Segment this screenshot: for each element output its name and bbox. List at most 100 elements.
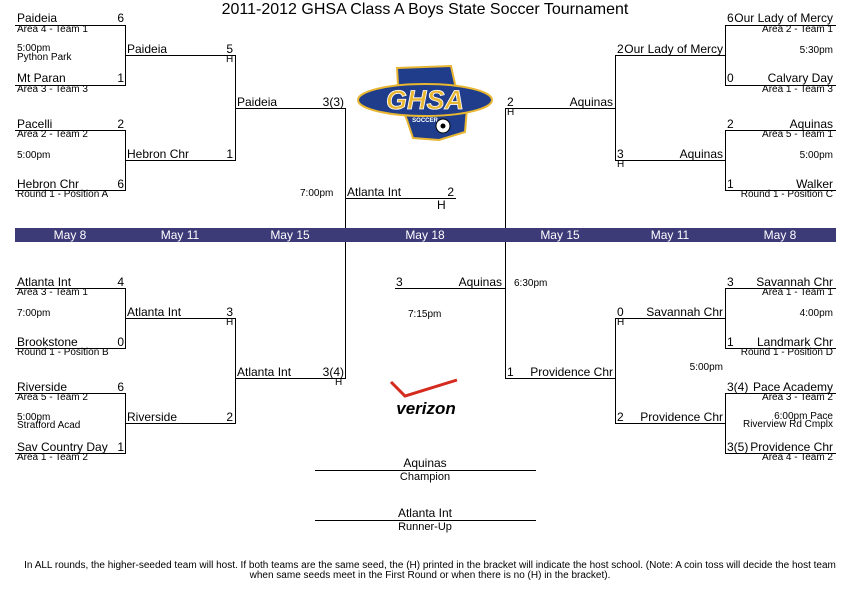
bracket-line: [725, 130, 836, 131]
team-score: 1: [727, 177, 734, 191]
seed-label: Area 4 - Team 1: [17, 24, 88, 35]
bracket-line: [15, 288, 126, 289]
game-time: 5:00pm: [17, 150, 51, 161]
bracket-line: [15, 393, 126, 394]
host-marker: H: [437, 198, 446, 212]
bracket-line: [125, 318, 236, 319]
team-score: 1: [117, 440, 124, 454]
team-score: 3: [226, 305, 233, 319]
game-time: 4:00pm: [799, 308, 833, 319]
seed-label: Area 1 - Team 2: [17, 452, 88, 463]
team-name: Riverside: [127, 410, 178, 424]
verizon-logo: verizon: [385, 378, 467, 420]
game-time: 6:30pm: [514, 278, 548, 289]
game-time: 7:00pm: [300, 188, 334, 199]
game-time: 7:15pm: [408, 309, 442, 320]
bracket-line: [615, 423, 726, 424]
bracket-line: [615, 55, 726, 56]
champion-line: [315, 470, 536, 471]
team-name: Savannah Chr: [646, 305, 723, 319]
team-name: Atlanta Int: [17, 275, 72, 289]
team-name: Pacelli: [17, 117, 53, 131]
ghsa-logo-text: GHSA: [386, 85, 464, 115]
bracket-line: [615, 160, 726, 161]
team-name: Paideia: [127, 42, 168, 56]
team-score: 3(5): [727, 440, 749, 454]
seed-label: Area 3 - Team 2: [762, 392, 833, 403]
team-name: Providence Chr: [640, 410, 723, 424]
team-name: Aquinas: [789, 117, 833, 131]
seed-label: Area 5 - Team 2: [17, 392, 88, 403]
team-score: 3: [617, 147, 624, 161]
team-score: 5: [226, 42, 233, 56]
team-score: 3(4): [727, 380, 749, 394]
game-time: 7:00pm: [17, 308, 51, 319]
runner-up-label: Runner-Up: [398, 521, 452, 533]
footer-note: In ALL rounds, the higher-seeded team wi…: [24, 560, 836, 581]
team-score: 3: [727, 275, 734, 289]
host-marker: H: [226, 317, 234, 328]
team-score: 2: [117, 117, 124, 131]
bracket-line: [505, 108, 616, 109]
game-time: 6:00pm Pace: [774, 411, 833, 422]
bracket-line: [395, 288, 506, 289]
bracket-line: [725, 453, 836, 454]
venue-label: Python Park: [17, 52, 72, 63]
host-marker: H: [335, 377, 343, 388]
page-title: 2011-2012 GHSA Class A Boys State Soccer…: [221, 1, 629, 18]
team-name: Paideia: [237, 95, 278, 109]
bracket-line: [15, 25, 126, 26]
runner-up-line: [315, 520, 536, 521]
team-score: 1: [226, 147, 233, 161]
bracket-line: [505, 378, 616, 379]
verizon-logo-icon: verizon: [389, 378, 458, 418]
team-score: 1: [507, 365, 514, 379]
team-score: 2: [727, 117, 734, 131]
team-score: 0: [117, 335, 124, 349]
team-name: Mt Paran: [17, 71, 66, 85]
seed-label: Round 1 - Position C: [740, 189, 833, 200]
bracket-line: [725, 25, 836, 26]
team-name: Pace Academy: [752, 380, 833, 394]
team-name: Providence Chr: [530, 365, 613, 379]
round-date: May 8: [53, 228, 87, 242]
ghsa-logo-icon: GHSA SOCCER: [357, 64, 493, 142]
host-marker: H: [617, 317, 625, 328]
bracket-line: [615, 318, 726, 319]
host-marker: H: [226, 54, 234, 65]
team-name: Aquinas: [679, 147, 723, 161]
bracket-line: [725, 348, 836, 349]
bracket-line: [235, 108, 346, 109]
host-marker: H: [507, 107, 515, 118]
team-score: 0: [617, 305, 624, 319]
bracket-line: [15, 190, 126, 191]
game-time: 5:30pm: [799, 45, 833, 56]
ghsa-logo: GHSA SOCCER: [355, 62, 495, 146]
team-name: Landmark Chr: [756, 335, 833, 349]
bracket-line: [15, 453, 126, 454]
team-score: 2: [617, 42, 624, 56]
team-score: 2: [226, 410, 233, 424]
seed-label: Area 1 - Team 1: [762, 287, 833, 298]
host-marker: H: [617, 159, 625, 170]
team-name: Atlanta Int: [347, 185, 402, 199]
seed-label: Round 1 - Position B: [17, 347, 109, 358]
seed-label: Area 3 - Team 3: [17, 84, 88, 95]
verizon-logo-text: verizon: [396, 399, 456, 418]
team-score: 3(4): [322, 365, 344, 379]
seed-label: Area 4 - Team 2: [762, 452, 833, 463]
team-score: 3: [396, 275, 403, 289]
bracket-line: [725, 288, 836, 289]
bracket-line: [125, 55, 236, 56]
team-name: Paideia: [17, 11, 58, 25]
bracket-line: [235, 378, 346, 379]
seed-label: Area 2 - Team 1: [762, 24, 833, 35]
bracket-line: [345, 198, 456, 199]
game-time: 5:00pm: [17, 43, 51, 54]
bracket-line: [15, 85, 126, 86]
team-score: 2: [507, 95, 514, 109]
bracket-line: [345, 108, 346, 378]
team-score: 6: [117, 177, 124, 191]
round-date: May 18: [405, 228, 445, 242]
team-score: 0: [727, 71, 734, 85]
